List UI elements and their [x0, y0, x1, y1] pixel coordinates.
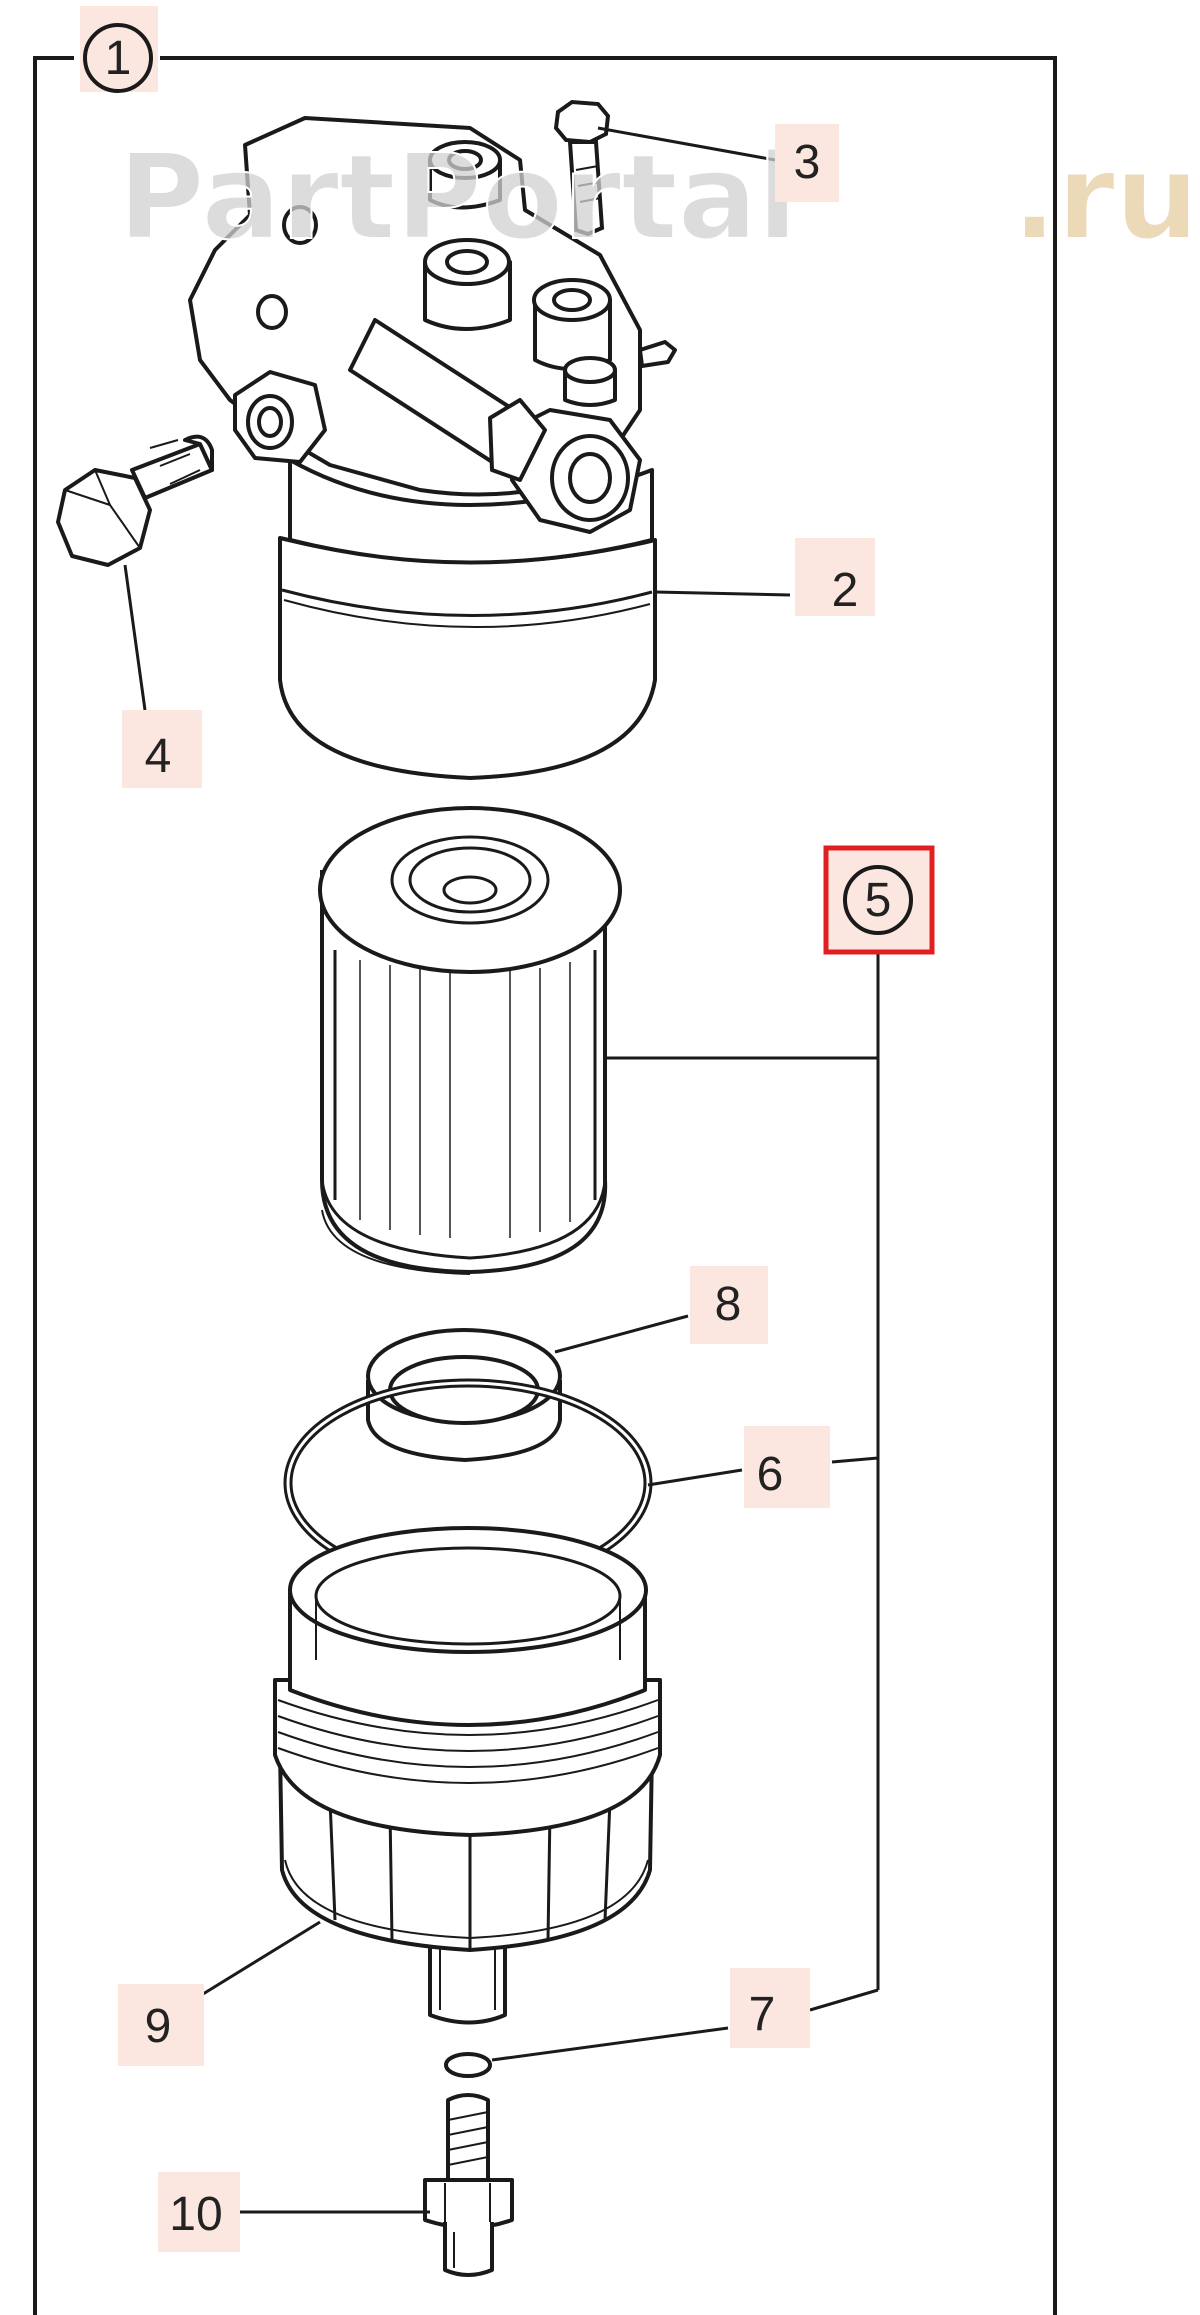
- leader-6: [647, 1456, 879, 1487]
- callout-4[interactable]: 4: [122, 710, 202, 788]
- callout-9-bg: [118, 1984, 204, 2066]
- leader-7: [491, 1988, 879, 2062]
- watermark: PartPortal .ru: [117, 127, 1200, 267]
- callout-10-bg: [158, 2172, 240, 2252]
- part-5-filter-element: [318, 806, 622, 1275]
- callout-8-label: 8: [715, 1278, 742, 1331]
- callout-5[interactable]: 5: [823, 845, 935, 955]
- part-2-filter-head: [188, 116, 677, 780]
- leader-4: [123, 564, 147, 711]
- part-7-o-ring: [444, 2052, 492, 2078]
- callout-1[interactable]: 1: [80, 6, 158, 93]
- callout-5-circle: [843, 865, 913, 935]
- callout-5-label: 5: [865, 874, 892, 927]
- watermark-text: PartPortal: [118, 128, 798, 266]
- part-4-bolt: [56, 434, 214, 567]
- part-9-bowl: [273, 1526, 662, 2025]
- callout-4-label: 4: [145, 730, 172, 783]
- callout-2[interactable]: 2: [795, 538, 875, 617]
- callout-7-label: 7: [749, 1988, 776, 2041]
- leader-3: [597, 126, 776, 162]
- callout-10[interactable]: 10: [158, 2172, 240, 2252]
- callout-2-label: 2: [832, 564, 859, 617]
- part-3-bolt: [553, 99, 611, 237]
- watermark-suffix: .ru: [1012, 128, 1199, 266]
- callout-1-label: 1: [105, 32, 132, 85]
- callout-9[interactable]: 9: [118, 1984, 204, 2066]
- callout-9-label: 9: [145, 2000, 172, 2053]
- callout-6-bg: [744, 1426, 830, 1508]
- callout-5-highlight: [823, 845, 935, 955]
- leader-9: [189, 1920, 321, 2004]
- leader-2: [654, 590, 791, 597]
- callout-3-label: 3: [794, 136, 821, 189]
- callout-7-bg: [730, 1968, 810, 2048]
- callout-3-bg: [775, 124, 839, 202]
- callout-6-label: 6: [757, 1448, 784, 1501]
- callout-1-circle: [83, 23, 153, 93]
- callout-6[interactable]: 6: [744, 1426, 830, 1508]
- leader-8: [554, 1314, 689, 1354]
- callout-4-bg: [122, 710, 202, 788]
- leader-lines: [123, 126, 880, 2214]
- callout-10-label: 10: [169, 2188, 222, 2241]
- part-8-seal: [366, 1328, 562, 1463]
- part-10-drain-plug: [423, 2093, 514, 2277]
- callout-3[interactable]: 3: [775, 124, 839, 202]
- diagram-frame: [33, 56, 1057, 2315]
- callout-8-bg: [690, 1266, 768, 1344]
- callout-7[interactable]: 7: [730, 1968, 810, 2048]
- callout-2-bg: [795, 538, 875, 616]
- callout-8[interactable]: 8: [690, 1266, 768, 1344]
